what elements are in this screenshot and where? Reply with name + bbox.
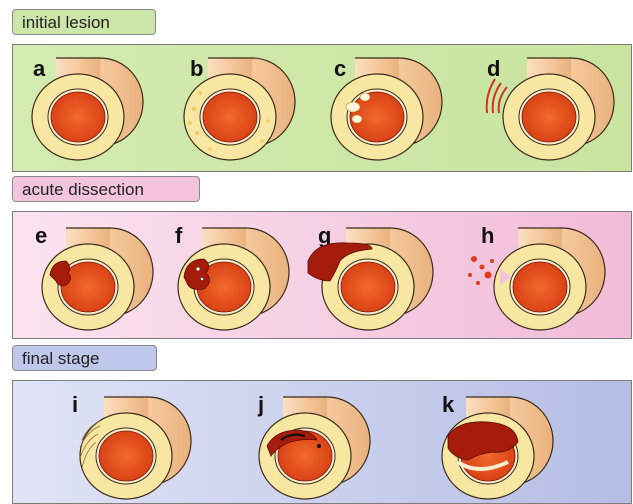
vessel-c (331, 58, 442, 160)
panel-letter-h: h (481, 223, 494, 248)
panel-letter-i: i (72, 392, 78, 417)
blood-droplets (468, 256, 494, 285)
vessel-d (487, 58, 614, 160)
vessel-a (32, 58, 143, 160)
panel-letter-k: k (442, 392, 455, 417)
vessel-e (42, 228, 153, 330)
panel-letter-a: a (33, 56, 46, 81)
vessel-j (259, 397, 370, 499)
panel-letter-e: e (35, 223, 47, 248)
panel-letter-f: f (175, 223, 183, 248)
panel-letter-j: j (257, 392, 264, 417)
panel-letter-c: c (334, 56, 346, 81)
vessel-f (178, 228, 289, 330)
vessel-k (442, 397, 553, 499)
panel-letter-d: d (487, 56, 500, 81)
vessel-i (80, 397, 191, 499)
panel-letter-b: b (190, 56, 203, 81)
